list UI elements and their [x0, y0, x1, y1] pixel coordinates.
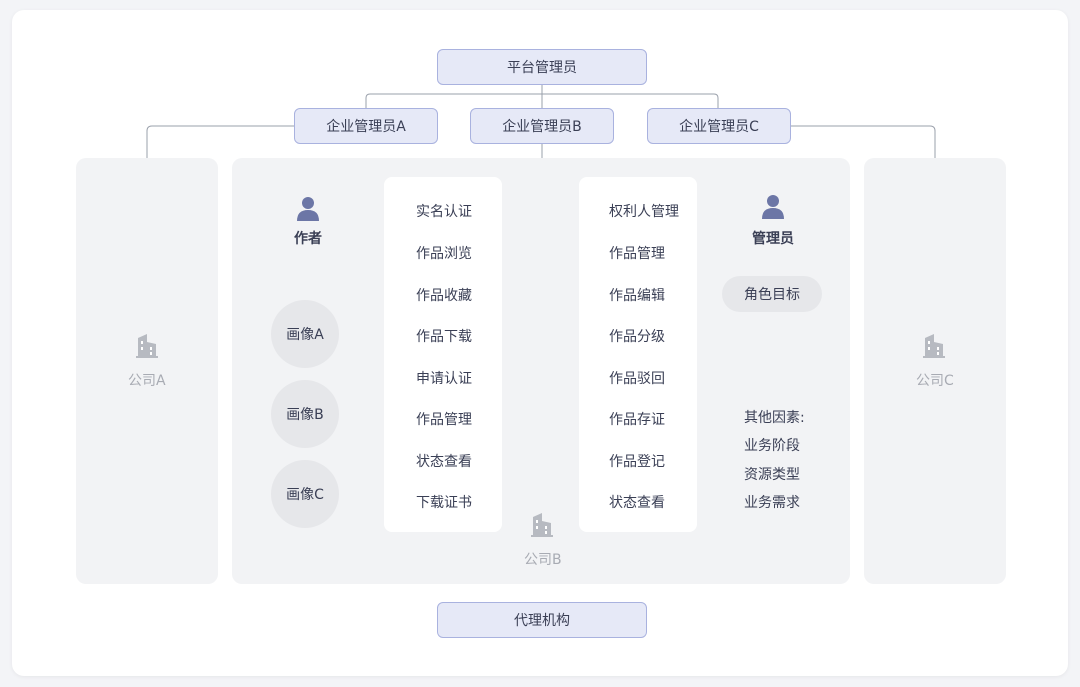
admin-function-list [579, 177, 697, 532]
author-function-item: 作品管理 [416, 412, 472, 428]
company-a-panel [76, 158, 218, 584]
author-function-item: 作品浏览 [416, 246, 472, 262]
company-b-label: 公司B [524, 552, 562, 568]
other-factors-heading: 其他因素: [744, 410, 805, 426]
author-function-item: 作品下载 [416, 329, 472, 345]
persona-b: 画像B [271, 380, 339, 448]
author-function-item: 申请认证 [416, 371, 472, 387]
admin-function-item: 状态查看 [609, 495, 665, 511]
admin-function-item: 作品分级 [609, 329, 665, 345]
company-c-panel [864, 158, 1006, 584]
author-function-item: 实名认证 [416, 204, 472, 220]
platform-admin-box: 平台管理员 [437, 49, 647, 85]
enterprise-admin-a-box: 企业管理员A [294, 108, 438, 144]
user-icon [297, 197, 319, 221]
building-icon [531, 513, 553, 537]
admin-function-item: 作品管理 [609, 246, 665, 262]
author-function-item: 下载证书 [416, 495, 472, 511]
admin-function-item: 作品登记 [609, 454, 665, 470]
connector-admin-a-company-a [146, 125, 294, 158]
connector-admin-c-company-c [791, 125, 936, 158]
company-b-panel [232, 158, 850, 584]
persona-c: 画像C [271, 460, 339, 528]
agency-box: 代理机构 [437, 602, 647, 638]
author-function-item: 作品收藏 [416, 288, 472, 304]
other-factor-item: 业务阶段 [744, 438, 800, 454]
company-c-label: 公司C [916, 373, 954, 389]
author-function-list [384, 177, 502, 532]
author-function-item: 状态查看 [416, 454, 472, 470]
other-factor-item: 业务需求 [744, 495, 800, 511]
enterprise-admin-b-box: 企业管理员B [470, 108, 614, 144]
user-icon [762, 195, 784, 219]
admin-label: 管理员 [752, 231, 794, 247]
enterprise-admin-c-box: 企业管理员C [647, 108, 791, 144]
admin-function-item: 权利人管理 [609, 204, 679, 220]
other-factor-item: 资源类型 [744, 467, 800, 483]
admin-function-item: 作品存证 [609, 412, 665, 428]
company-a-label: 公司A [128, 373, 166, 389]
author-label: 作者 [294, 231, 322, 247]
admin-function-item: 作品驳回 [609, 371, 665, 387]
building-icon [923, 334, 945, 358]
admin-function-item: 作品编辑 [609, 288, 665, 304]
persona-a: 画像A [271, 300, 339, 368]
role-goal-pill: 角色目标 [722, 276, 822, 312]
building-icon [136, 334, 158, 358]
